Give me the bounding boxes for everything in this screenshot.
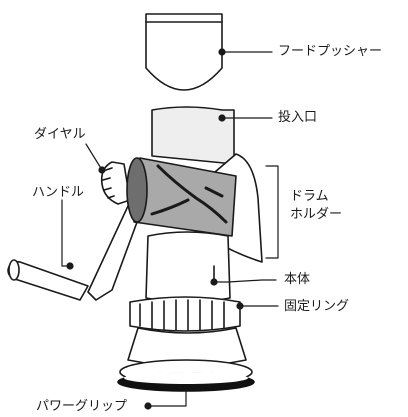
dial[interactable] [100, 161, 131, 205]
fixing-ring-dot [236, 302, 244, 310]
power-grip-label: パワーグリップ [36, 399, 128, 414]
leader-lines [61, 51, 279, 407]
grater-drum [126, 157, 237, 237]
dial-label: ダイヤル [34, 127, 86, 142]
dial-dot [98, 166, 106, 174]
body-dot [210, 278, 218, 286]
leader-dots [66, 48, 244, 410]
handle[interactable] [7, 205, 141, 301]
food-pusher[interactable] [145, 13, 223, 91]
inlet-label: 投入口 [278, 110, 318, 125]
power-grip-dot [144, 402, 152, 410]
food-pusher-label: フードプッシャー [278, 44, 383, 59]
body-label: 本体 [284, 272, 311, 287]
handle-dot [66, 262, 74, 270]
main-body [145, 231, 231, 303]
drum-holder-label-line2: ホルダー [290, 207, 343, 222]
handle-label: ハンドル [32, 185, 85, 200]
fixing-ring-label: 固定リング [284, 299, 350, 314]
drum-holder-label-line1: ドラム [290, 189, 329, 204]
power-grip-base[interactable] [117, 359, 255, 392]
inlet [151, 106, 235, 165]
inlet-dot [218, 114, 226, 122]
fixing-ring[interactable] [129, 296, 241, 332]
food-pusher-dot [218, 48, 226, 56]
